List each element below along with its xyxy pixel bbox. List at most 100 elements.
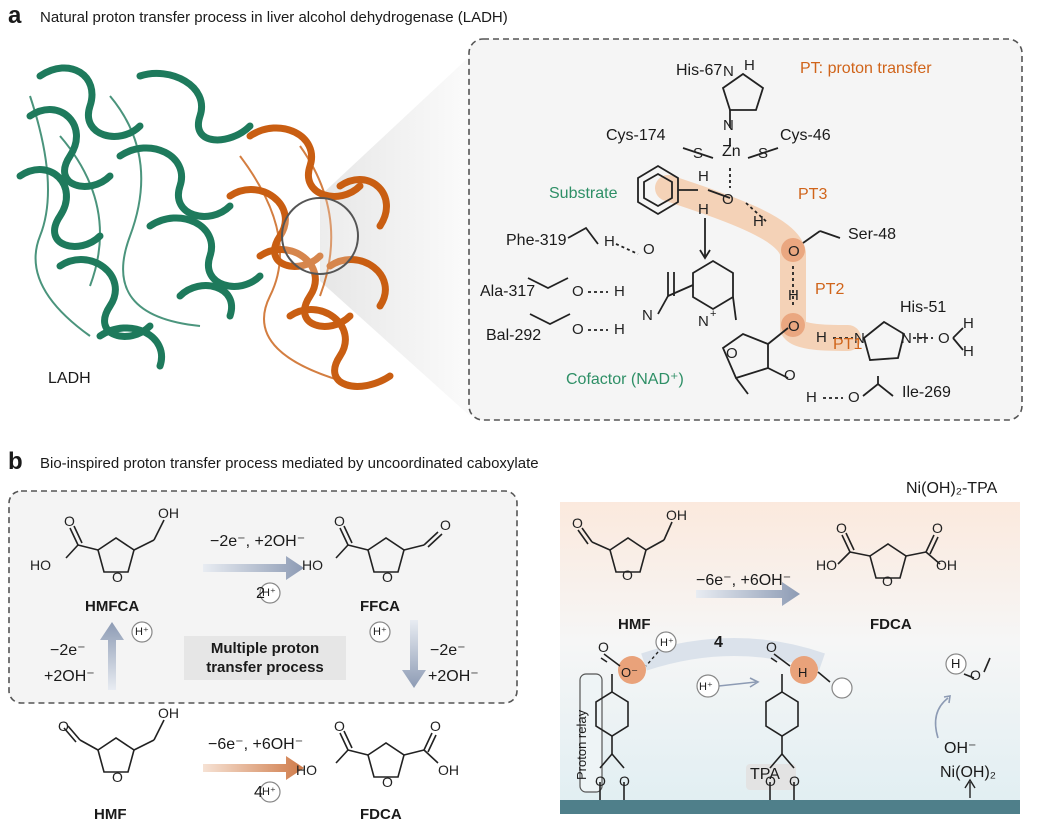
step-top-proton-count: 2	[256, 585, 265, 602]
label-hmf-right: HMF	[618, 616, 651, 633]
svg-text:O: O	[765, 773, 776, 789]
arrow-hmf-to-fdca	[203, 756, 304, 780]
svg-text:O: O	[382, 774, 393, 790]
svg-text:O: O	[572, 515, 583, 531]
label-ser48: Ser-48	[848, 226, 897, 243]
label-zn: Zn	[722, 143, 741, 160]
step-right: −6e⁻, +6OH⁻	[696, 572, 792, 589]
svg-text:O: O	[112, 769, 123, 785]
svg-text:S: S	[758, 145, 768, 162]
svg-text:O: O	[595, 773, 606, 789]
svg-text:H: H	[963, 343, 974, 360]
label-pt2: PT2	[815, 281, 845, 298]
svg-text:O: O	[938, 330, 950, 347]
protein-label: LADH	[48, 370, 91, 387]
catalyst-label: Ni(OH)₂-TPA	[906, 480, 998, 497]
label-cys46: Cys-46	[780, 127, 831, 144]
svg-text:N: N	[723, 117, 734, 134]
arrow-hmf-to-fdca-right	[696, 582, 800, 606]
svg-text:N: N	[901, 330, 912, 347]
svg-text:H: H	[806, 389, 817, 406]
svg-text:O: O	[572, 283, 584, 300]
o-minus-label: O⁻	[621, 665, 638, 680]
step-left-line1: −2e⁻	[50, 642, 86, 659]
step-bottom-proton-count: 4	[254, 784, 263, 801]
svg-text:O: O	[619, 773, 630, 789]
svg-text:O: O	[789, 773, 800, 789]
svg-text:O: O	[970, 667, 981, 683]
tpa-linkers	[577, 521, 991, 800]
svg-text:H: H	[788, 287, 799, 304]
svg-text:N: N	[642, 307, 653, 324]
orange-domain	[226, 124, 394, 390]
svg-text:OH: OH	[936, 557, 957, 573]
svg-text:+: +	[710, 308, 716, 320]
ni-oh2-label: Ni(OH)₂	[940, 764, 996, 781]
svg-text:O: O	[848, 389, 860, 406]
svg-text:O: O	[334, 513, 345, 529]
svg-text:OH: OH	[438, 762, 459, 778]
step-left-line2: +2OH⁻	[44, 668, 95, 685]
svg-text:O: O	[382, 569, 393, 585]
label-phe319: Phe-319	[506, 232, 567, 249]
label-pt1: PT1	[833, 336, 863, 353]
svg-text:N: N	[854, 330, 865, 347]
svg-text:O: O	[726, 345, 738, 362]
step-left-proton: H⁺	[135, 626, 149, 638]
svg-text:HO: HO	[302, 557, 323, 573]
svg-text:H: H	[744, 57, 755, 74]
label-ffca: FFCA	[360, 598, 400, 615]
molecule-skeletons	[63, 519, 443, 778]
active-site-highlight-circle	[281, 197, 359, 275]
svg-text:O: O	[788, 318, 800, 335]
svg-text:O: O	[882, 573, 893, 589]
svg-text:H: H	[604, 233, 615, 250]
tpa-badge	[746, 764, 796, 790]
svg-text:H: H	[698, 168, 709, 185]
panel-a-label: a	[8, 2, 22, 29]
svg-text:H: H	[916, 330, 927, 347]
arrow-ffca-to-fdca	[402, 620, 426, 688]
step-hmf-fdca: −6e⁻, +6OH⁻	[208, 736, 304, 753]
svg-text:O: O	[784, 367, 796, 384]
proton-relay-label: Proton relay	[574, 709, 589, 780]
svg-text:OH: OH	[666, 507, 687, 523]
label-ile269: Ile-269	[902, 384, 951, 401]
svg-text:HO: HO	[30, 557, 51, 573]
label-hmfca: HMFCA	[85, 598, 140, 615]
svg-text:O: O	[788, 243, 800, 260]
badge-line2: transfer process	[206, 659, 324, 676]
svg-text:H: H	[614, 283, 625, 300]
label-hmf: HMF	[94, 806, 127, 823]
step-top-proton: H⁺	[262, 587, 276, 599]
svg-text:O: O	[722, 191, 734, 208]
svg-text:O: O	[572, 321, 584, 338]
arrow-hmf-to-hmfca	[100, 622, 124, 690]
ni-oh2-surface	[560, 800, 1020, 814]
svg-text:O: O	[430, 718, 441, 734]
panel-b-label: b	[8, 448, 23, 475]
svg-text:N: N	[723, 63, 734, 80]
label-cys174: Cys-174	[606, 127, 666, 144]
svg-text:O: O	[334, 718, 345, 734]
arrow-hmfca-to-ffca	[203, 556, 304, 580]
svg-text:O: O	[836, 520, 847, 536]
label-substrate: Substrate	[549, 185, 618, 202]
label-his67: His-67	[676, 62, 723, 79]
panel-b-title: Bio-inspired proton transfer process med…	[40, 455, 539, 472]
svg-text:H: H	[816, 329, 827, 346]
proton-count-right: 4	[714, 634, 723, 651]
label-his51: His-51	[900, 299, 947, 316]
proton-right-2: H⁺	[699, 681, 713, 693]
zoom-cone	[320, 56, 470, 416]
svg-text:H: H	[614, 321, 625, 338]
label-fdca: FDCA	[360, 806, 402, 823]
svg-text:O: O	[112, 569, 123, 585]
step-right-line1: −2e⁻	[430, 642, 466, 659]
step-right-line2: +2OH⁻	[428, 668, 479, 685]
step-right-proton: H⁺	[373, 626, 387, 638]
svg-text:O: O	[598, 639, 609, 655]
svg-text:O: O	[64, 513, 75, 529]
